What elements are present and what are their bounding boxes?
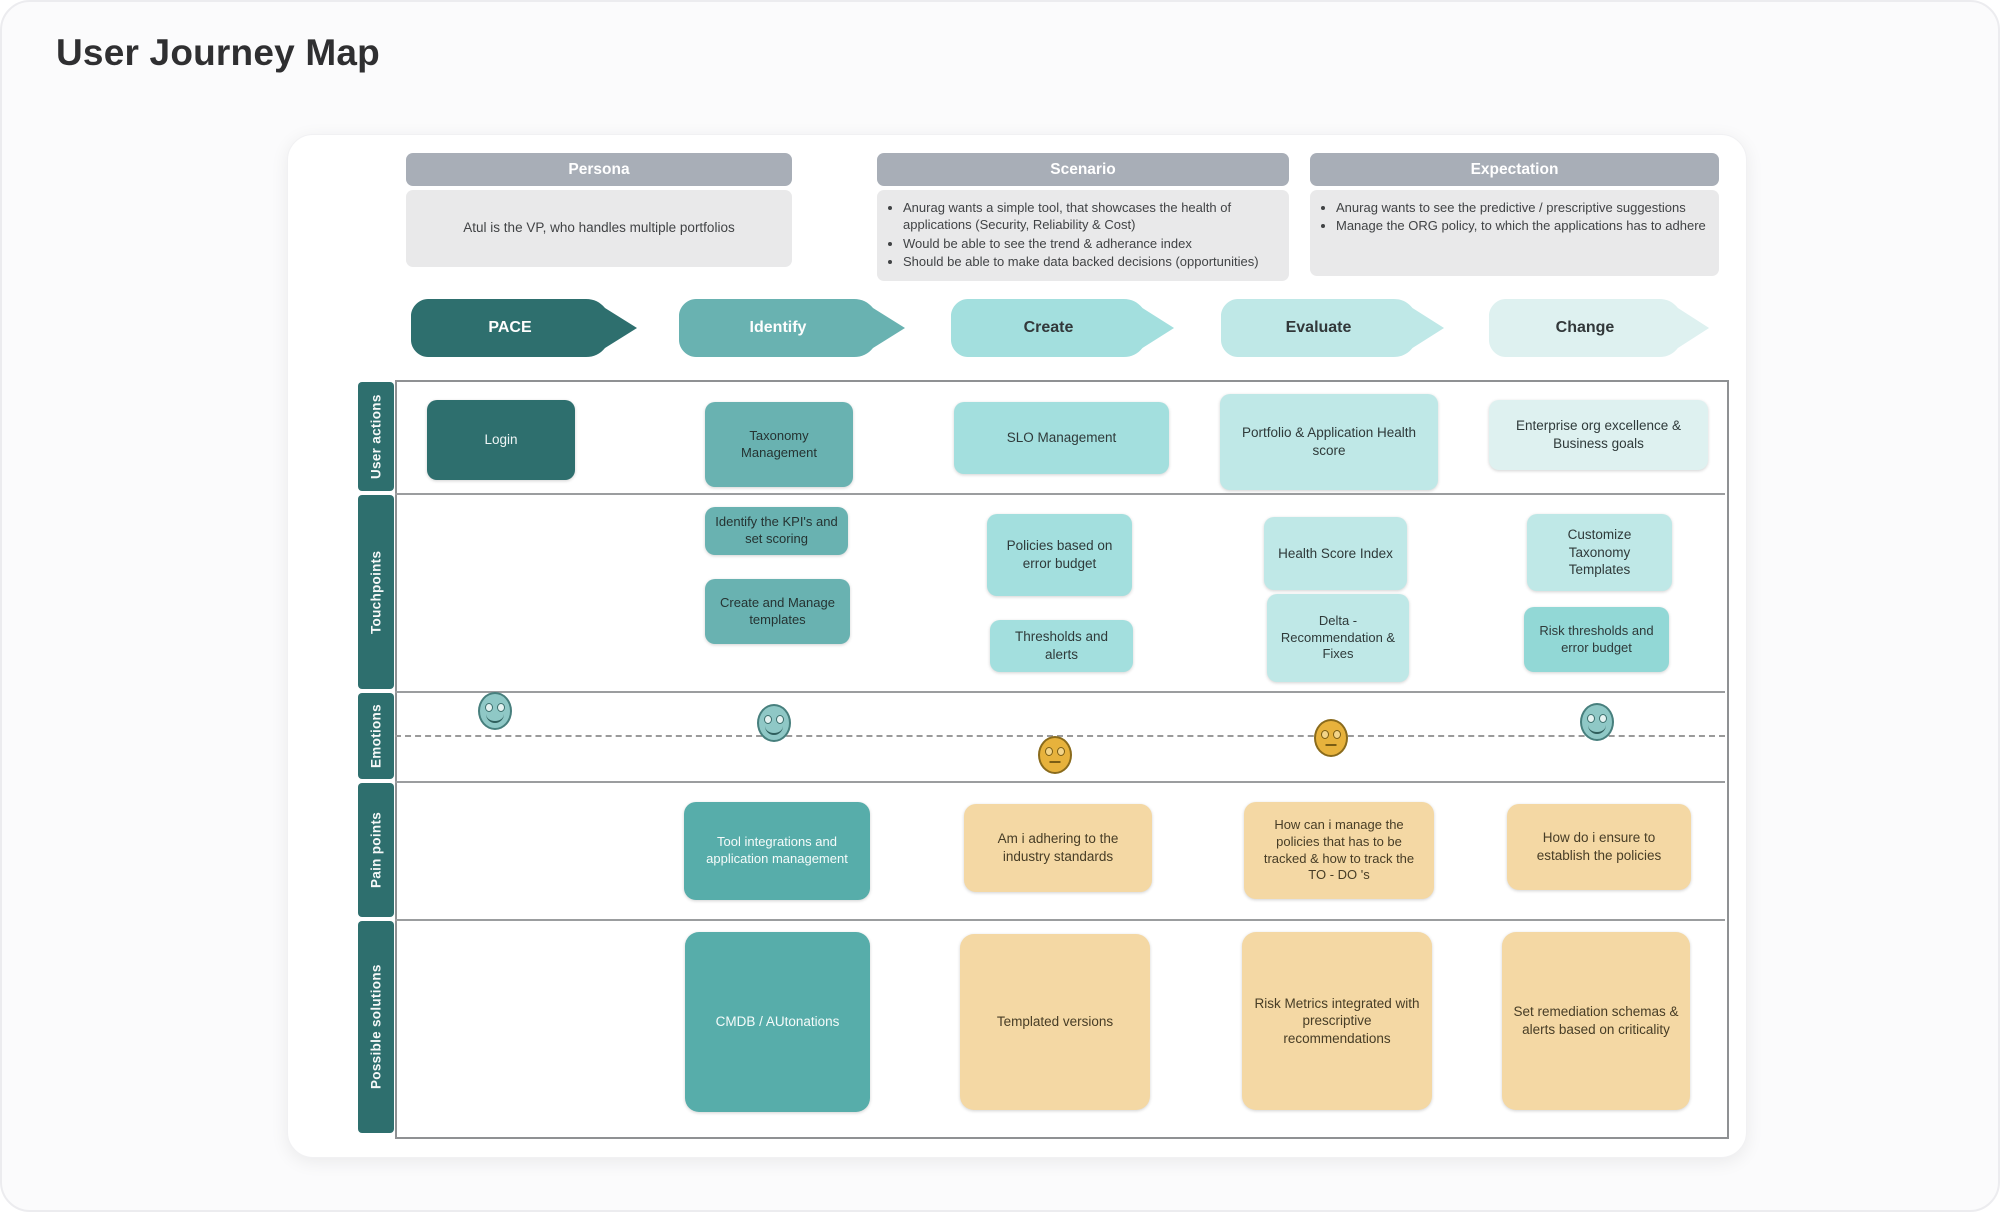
stage-label: Evaluate xyxy=(1285,319,1352,336)
row-divider xyxy=(395,691,1725,693)
scenario-header: Scenario xyxy=(877,153,1289,186)
box-set-remediation-schemas: Set remediation schemas & alerts based o… xyxy=(1502,932,1690,1110)
face-eye xyxy=(1587,714,1595,723)
face-eye xyxy=(1057,747,1065,756)
expectation-bullet: Manage the ORG policy, to which the appl… xyxy=(1336,217,1709,234)
stage-label: PACE xyxy=(488,319,532,336)
persona-body: Atul is the VP, who handles multiple por… xyxy=(406,190,792,267)
box-templated-versions: Templated versions xyxy=(960,934,1150,1110)
scenario-bullet-list: Anurag wants a simple tool, that showcas… xyxy=(885,199,1279,271)
arrow-shape xyxy=(679,299,905,357)
arrow-shape xyxy=(1220,299,1445,357)
box-taxonomy-management: Taxonomy Management xyxy=(705,402,853,487)
persona-header: Persona xyxy=(406,153,792,186)
scenario-bullet: Anurag wants a simple tool, that showcas… xyxy=(903,199,1279,234)
face-mouth-smile xyxy=(1588,723,1606,734)
expectation-bullet-list: Anurag wants to see the predictive / pre… xyxy=(1318,199,1709,235)
emotion-face-happy-identify xyxy=(757,704,791,742)
page-title: User Journey Map xyxy=(56,32,380,73)
box-thresholds-alerts: Thresholds and alerts xyxy=(990,620,1133,672)
box-enterprise-org-excellence: Enterprise org excellence & Business goa… xyxy=(1489,400,1708,470)
stage-label: Create xyxy=(1023,319,1074,336)
row-label-emotions: Emotions xyxy=(358,693,394,779)
stage-arrow-create: Create xyxy=(950,298,1177,358)
box-risk-thresholds: Risk thresholds and error budget xyxy=(1524,607,1669,672)
row-divider xyxy=(395,493,1725,495)
face-eye xyxy=(497,703,505,712)
face-eye xyxy=(1045,747,1053,756)
face-eye xyxy=(764,715,772,724)
emotion-face-happy-pace xyxy=(478,692,512,730)
arrow-shape xyxy=(950,299,1175,357)
face-eye xyxy=(776,715,784,724)
row-label-pain-points: Pain points xyxy=(358,783,394,917)
box-cmdb-autonations: CMDB / AUtonations xyxy=(685,932,870,1112)
row-divider xyxy=(395,919,1725,921)
box-slo-management: SLO Management xyxy=(954,402,1169,474)
stage-arrow-evaluate: Evaluate xyxy=(1220,298,1447,358)
expectation-body: Anurag wants to see the predictive / pre… xyxy=(1310,190,1719,276)
stage-label: Change xyxy=(1555,319,1615,336)
row-label-user-actions: User actions xyxy=(358,382,394,491)
expectation-bullet: Anurag wants to see the predictive / pre… xyxy=(1336,199,1709,216)
face-mouth-smile xyxy=(765,724,783,735)
stage-arrow-pace: PACE xyxy=(410,298,640,358)
face-eye xyxy=(485,703,493,712)
face-eye xyxy=(1333,730,1341,739)
box-portfolio-health-score: Portfolio & Application Health score xyxy=(1220,394,1438,490)
box-manage-policies-track: How can i manage the policies that has t… xyxy=(1244,802,1434,899)
emotion-face-neutral-evaluate xyxy=(1314,719,1348,757)
scenario-bullet: Would be able to see the trend & adheran… xyxy=(903,235,1279,252)
face-mouth-flat xyxy=(1049,761,1061,763)
row-divider xyxy=(395,781,1725,783)
scenario-body: Anurag wants a simple tool, that showcas… xyxy=(877,190,1289,281)
emotion-face-neutral-create xyxy=(1038,736,1072,774)
face-mouth-flat xyxy=(1325,744,1337,746)
box-identify-kpis: Identify the KPI's and set scoring xyxy=(705,507,848,555)
expectation-header: Expectation xyxy=(1310,153,1719,186)
box-delta-recommendation: Delta - Recommendation & Fixes xyxy=(1267,594,1409,682)
box-adhering-industry-standards: Am i adhering to the industry standards xyxy=(964,804,1152,892)
box-customize-taxonomy-templates: Customize Taxonomy Templates xyxy=(1527,514,1672,591)
box-policies-error-budget: Policies based on error budget xyxy=(987,514,1132,596)
box-login: Login xyxy=(427,400,575,480)
row-label-possible-solutions: Possible solutions xyxy=(358,921,394,1133)
box-health-score-index: Health Score Index xyxy=(1264,517,1407,590)
face-eye xyxy=(1599,714,1607,723)
stage-arrow-change: Change xyxy=(1488,298,1712,358)
box-ensure-establish-policies: How do i ensure to establish the policie… xyxy=(1507,804,1691,890)
arrow-shape xyxy=(1488,299,1710,357)
stage-label: Identify xyxy=(749,319,807,336)
row-label-touchpoints: Touchpoints xyxy=(358,495,394,689)
box-risk-metrics-prescriptive: Risk Metrics integrated with prescriptiv… xyxy=(1242,932,1432,1110)
scenario-bullet: Should be able to make data backed decis… xyxy=(903,253,1279,270)
box-create-manage-templates: Create and Manage templates xyxy=(705,579,850,644)
emotion-face-happy-change xyxy=(1580,703,1614,741)
arrow-shape xyxy=(411,299,637,357)
face-mouth-smile xyxy=(486,712,504,723)
face-eye xyxy=(1321,730,1329,739)
stage-arrow-identify: Identify xyxy=(678,298,908,358)
box-tool-integrations: Tool integrations and application manage… xyxy=(684,802,870,900)
